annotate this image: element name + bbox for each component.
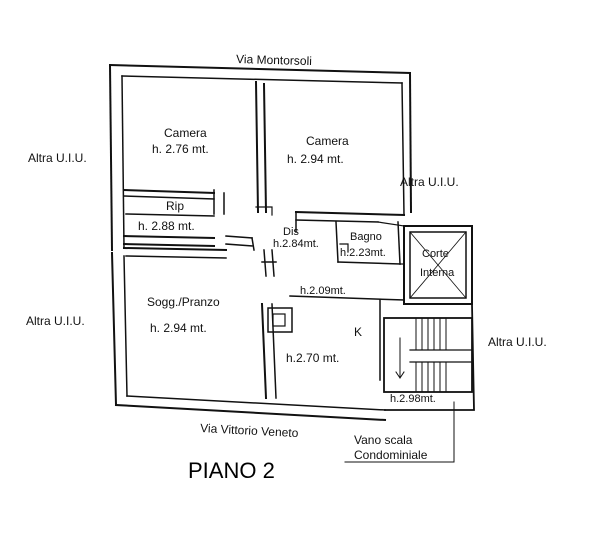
stair-label-line2: Condominiale bbox=[354, 448, 428, 462]
corte-diagonals bbox=[409, 231, 467, 299]
west-wall-lower bbox=[110, 251, 118, 407]
corte-name-line1: Corte bbox=[422, 248, 449, 260]
room-kitchen-name: K bbox=[354, 325, 362, 339]
door-swing bbox=[255, 206, 273, 216]
room-camera-left-name: Camera bbox=[164, 126, 207, 140]
corridor-height: h.2.09mt. bbox=[300, 285, 346, 297]
stair-well-outer bbox=[384, 303, 475, 411]
stair-arrow bbox=[395, 337, 405, 379]
dis-west-wall-b bbox=[225, 243, 253, 247]
chimney bbox=[267, 307, 293, 333]
room-kitchen-height: h.2.70 mt. bbox=[286, 351, 339, 365]
camera-left-south-wall bbox=[122, 188, 216, 195]
corte-connector bbox=[377, 221, 405, 265]
stair-landing-line bbox=[409, 349, 473, 363]
room-dis-name: Dis bbox=[283, 226, 299, 238]
corridor-wall bbox=[289, 295, 405, 301]
stair-flight-upper bbox=[415, 317, 447, 351]
central-pillar bbox=[263, 249, 275, 277]
room-soggiorno-height: h. 2.94 mt. bbox=[150, 321, 207, 335]
bagno-south-wall bbox=[337, 261, 401, 265]
street-south-label: Via Vittorio Veneto bbox=[200, 421, 299, 440]
camera-right-south-wall bbox=[294, 210, 406, 217]
north-wall bbox=[108, 63, 412, 75]
corte-inner bbox=[409, 231, 467, 299]
rip-south-wall bbox=[122, 234, 216, 240]
stair-landing-height: h.2.98mt. bbox=[390, 393, 436, 405]
room-camera-right-height: h. 2.94 mt. bbox=[287, 152, 344, 166]
stair-label-line1: Vano scala bbox=[354, 433, 413, 447]
street-north-label: Via Montorsoli bbox=[236, 52, 312, 68]
corte-name-line2: Interna bbox=[420, 267, 455, 279]
dis-west-wall bbox=[225, 235, 253, 239]
south-wall-inner bbox=[126, 395, 386, 411]
stair-leader-line bbox=[344, 401, 455, 463]
room-soggiorno-name: Sogg./Pranzo bbox=[147, 295, 220, 309]
neighbor-left-top-label: Altra U.I.U. bbox=[28, 151, 87, 165]
camera-left-east-wall-b bbox=[262, 82, 268, 214]
floor-title: PIANO 2 bbox=[188, 458, 275, 483]
rip-north-wall bbox=[125, 213, 215, 217]
corte-outer bbox=[403, 225, 473, 305]
rip-south-wall-b bbox=[122, 242, 216, 248]
neighbor-right-bottom-label: Altra U.I.U. bbox=[488, 335, 547, 349]
stair-flight-lower bbox=[415, 361, 447, 393]
room-bagno-height: h.2.23mt. bbox=[340, 247, 386, 259]
bagno-door bbox=[339, 243, 349, 253]
room-rip-height: h. 2.88 mt. bbox=[138, 219, 195, 233]
room-camera-left-height: h. 2.76 mt. bbox=[152, 142, 209, 156]
south-wall bbox=[114, 403, 387, 422]
soggiorno-north-wall-b bbox=[125, 255, 227, 259]
chimney-inner bbox=[272, 313, 286, 327]
camera-left-south-wall-b bbox=[123, 195, 215, 200]
bagno-west-wall bbox=[335, 221, 339, 263]
west-wall-upper-inner bbox=[121, 75, 125, 249]
west-wall-upper bbox=[108, 63, 114, 252]
soggiorno-north-wall bbox=[122, 246, 228, 252]
east-wall-upper bbox=[401, 82, 405, 216]
soggiorno-east-wall bbox=[260, 302, 268, 400]
dis-stub bbox=[251, 237, 255, 251]
room-camera-right-name: Camera bbox=[306, 134, 349, 148]
bagno-east-wall bbox=[397, 221, 401, 265]
room-rip-name: Rip bbox=[166, 199, 184, 213]
camera-right-south-wall-b bbox=[295, 219, 379, 223]
room-bagno-name: Bagno bbox=[350, 231, 382, 243]
north-wall-inner bbox=[121, 75, 403, 84]
room-dis-height: h.2.84mt. bbox=[273, 238, 319, 250]
neighbor-left-bottom-label: Altra U.I.U. bbox=[26, 314, 85, 328]
east-wall-upper-outer bbox=[408, 71, 413, 214]
west-wall-lower-inner bbox=[123, 255, 128, 397]
neighbor-right-top-label: Altra U.I.U. bbox=[400, 175, 459, 189]
camera-left-east-wall bbox=[254, 80, 260, 214]
